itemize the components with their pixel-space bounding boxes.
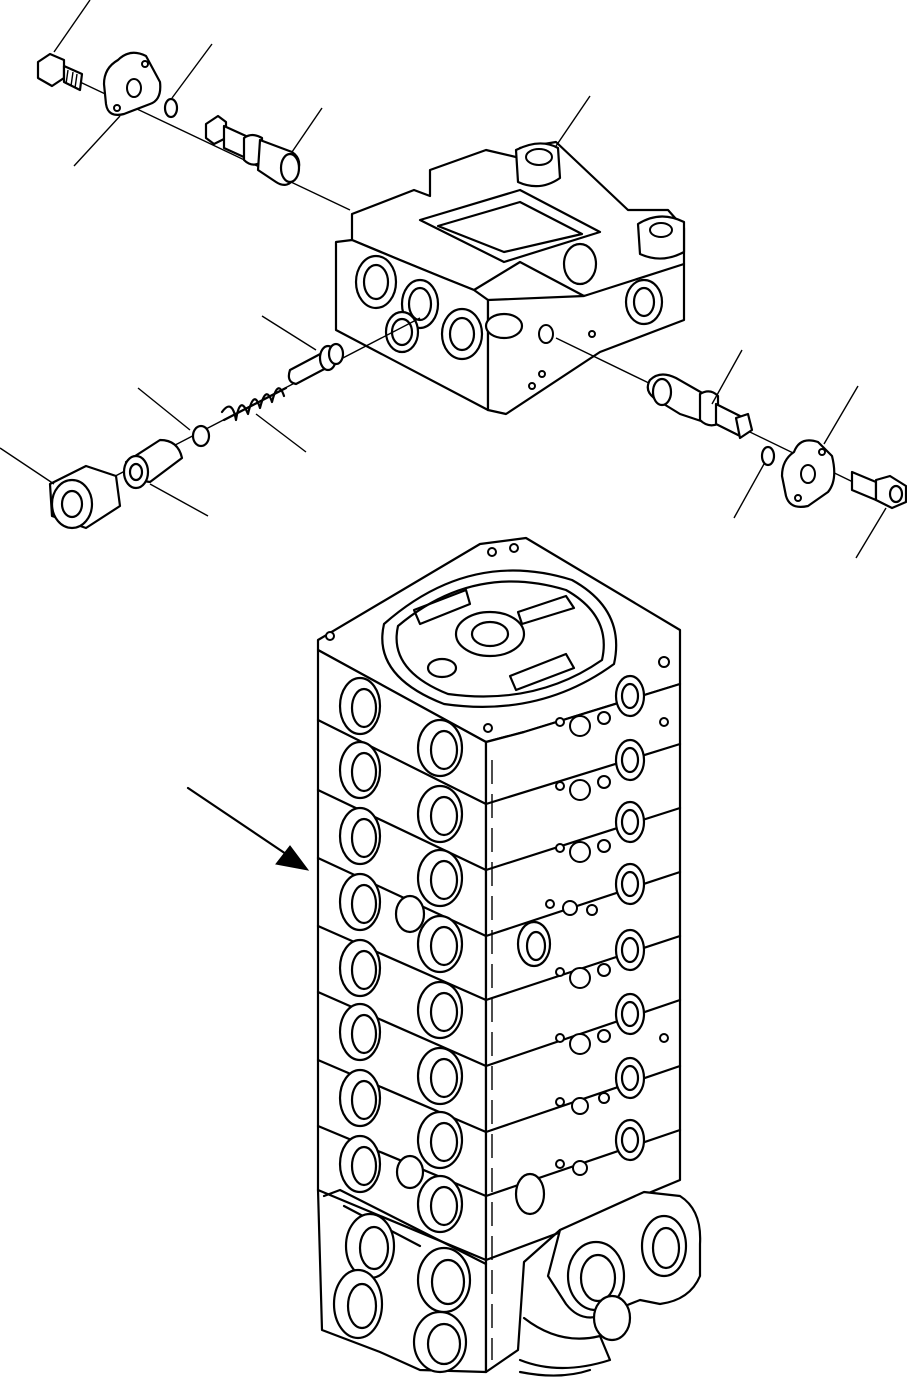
left-relief-group xyxy=(48,317,421,530)
top-section-ports xyxy=(354,242,664,390)
o-ring-right xyxy=(760,445,776,467)
leader-line xyxy=(823,385,859,445)
spool-right xyxy=(646,373,754,440)
spool-upper-left xyxy=(204,114,301,187)
flange-plate-right xyxy=(780,439,836,508)
flange-plate-upper-left xyxy=(102,51,162,116)
leader-line xyxy=(0,447,55,485)
main-valve-stack xyxy=(316,536,702,1377)
inlet-section-boss xyxy=(518,1190,702,1377)
cap-nut-left xyxy=(48,464,122,530)
right-spool-group xyxy=(555,337,907,510)
leader-line xyxy=(171,43,213,99)
leader-line xyxy=(261,315,317,351)
leader-line xyxy=(291,107,323,153)
top-valve-section xyxy=(334,140,686,416)
upper-left-spool-group xyxy=(36,51,351,211)
leader-line xyxy=(855,507,887,559)
leader-line xyxy=(555,95,591,147)
cap-screw-upper-left xyxy=(36,52,84,92)
leader-line xyxy=(137,387,191,431)
leader-line xyxy=(255,413,307,453)
spring-left xyxy=(220,386,288,422)
o-ring-left xyxy=(191,424,211,448)
direction-arrow xyxy=(186,786,310,871)
cap-screw-right xyxy=(850,470,907,510)
leader-line xyxy=(73,115,121,167)
leader-line xyxy=(149,483,209,517)
leader-line xyxy=(733,463,765,519)
leader-line xyxy=(53,0,91,53)
leader-lines xyxy=(0,0,887,559)
poppet-left xyxy=(287,342,345,386)
o-ring-upper-left xyxy=(163,97,179,119)
leader-line xyxy=(711,349,743,405)
stack-left-ports xyxy=(322,676,488,1374)
plug-left xyxy=(122,438,184,490)
stack-right-ports xyxy=(514,674,669,1216)
